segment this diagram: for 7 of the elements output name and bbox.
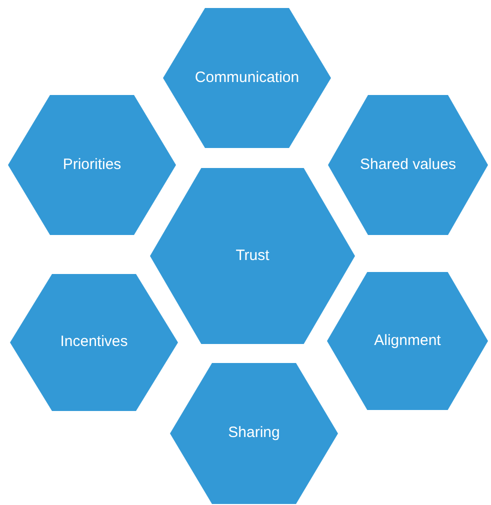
hexagon-label: Shared values (360, 154, 456, 175)
hexagon-label: Alignment (374, 330, 441, 351)
hexagon-label: Trust (236, 246, 270, 266)
hexagon-label: Priorities (62, 154, 122, 175)
hexagon-label: Incentives (60, 332, 128, 352)
hexagon-label: Communication (194, 68, 300, 88)
hexagon-label: Sharing (228, 423, 280, 444)
